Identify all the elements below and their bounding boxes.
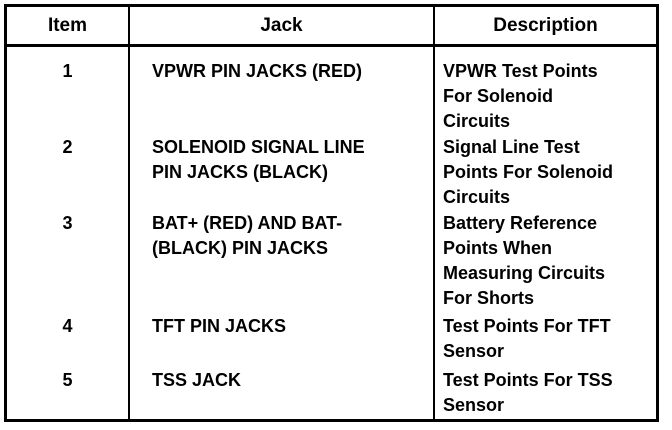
table-header: Item Jack Description <box>7 7 656 47</box>
column-divider-1 <box>128 7 130 419</box>
jack-name: TFT PIN JACKS <box>152 316 287 336</box>
jack-name: TSS JACK <box>152 370 242 390</box>
jack-description: Test Points For TSS Sensor <box>443 370 613 415</box>
jack-name: BAT+ (RED) AND BAT- (BLACK) PIN JACKS <box>152 213 343 258</box>
jack-name: SOLENOID SIGNAL LINE PIN JACKS (BLACK) <box>152 137 365 182</box>
jack-name: VPWR PIN JACKS (RED) <box>152 61 363 81</box>
header-jack: Jack <box>260 15 303 36</box>
jack-description: Signal Line Test Points For Solenoid Cir… <box>443 137 613 207</box>
jack-table: Item Jack Description 1 VPWR PIN JACKS (… <box>4 4 659 422</box>
jack-description: Test Points For TFT Sensor <box>443 316 611 361</box>
item-number: 4 <box>62 316 73 336</box>
item-number: 2 <box>62 137 73 157</box>
column-divider-2 <box>433 7 435 419</box>
jack-description: VPWR Test Points For Solenoid Circuits <box>443 61 598 131</box>
header-description: Description <box>493 15 598 36</box>
jack-description: Battery Reference Points When Measuring … <box>443 213 606 308</box>
header-item: Item <box>47 15 88 36</box>
item-number: 5 <box>62 370 73 390</box>
item-number: 3 <box>62 213 73 233</box>
item-number: 1 <box>62 61 73 81</box>
